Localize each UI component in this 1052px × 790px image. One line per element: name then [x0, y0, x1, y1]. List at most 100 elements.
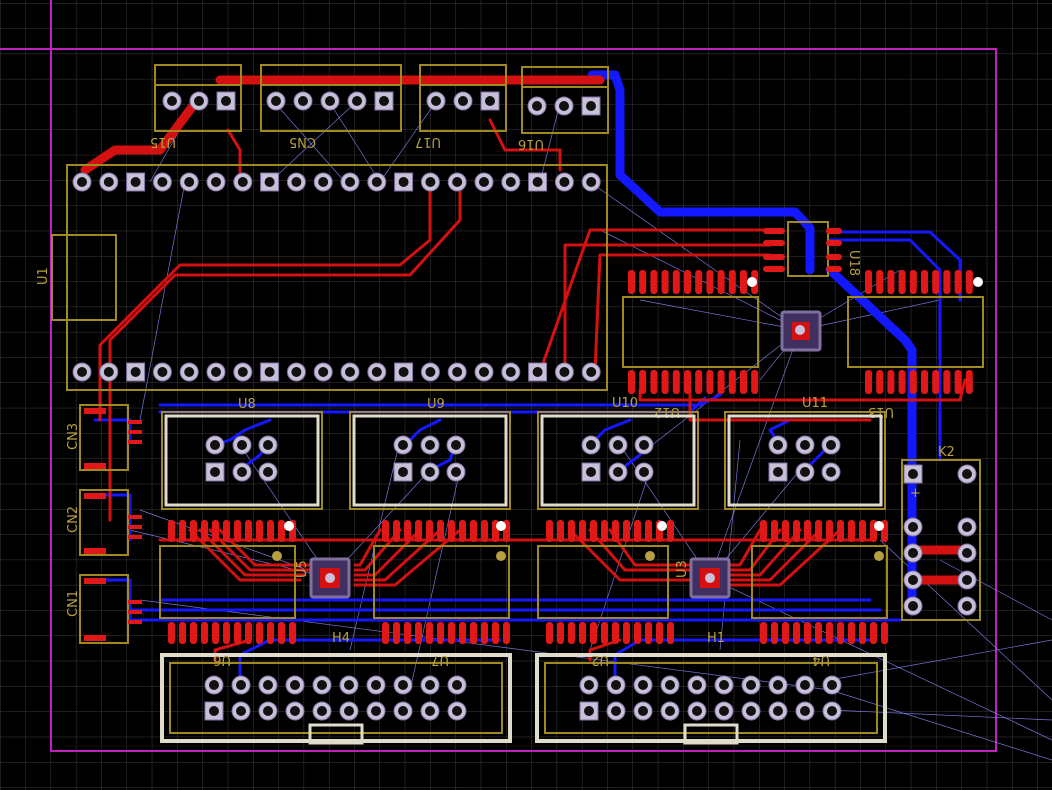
socket-pin[interactable] — [581, 435, 601, 455]
chip-u18[interactable] — [763, 221, 842, 277]
idc-pin[interactable] — [633, 675, 653, 695]
u1-pin[interactable] — [126, 172, 146, 192]
socket-pin[interactable] — [446, 435, 466, 455]
u1-pin[interactable] — [394, 362, 414, 382]
idc-pin[interactable] — [741, 701, 761, 721]
idc-pin[interactable] — [339, 675, 359, 695]
idc-pin[interactable] — [714, 701, 734, 721]
idc-pin[interactable] — [447, 701, 467, 721]
u1-pin[interactable] — [72, 172, 92, 192]
u1-pin[interactable] — [179, 362, 199, 382]
socket-pin[interactable] — [205, 462, 225, 482]
u1-pin[interactable] — [99, 362, 119, 382]
idc-pin[interactable] — [768, 675, 788, 695]
u1-pin[interactable] — [206, 172, 226, 192]
u1-pin[interactable] — [447, 362, 467, 382]
socket-pin[interactable] — [205, 435, 225, 455]
idc-pin[interactable] — [393, 701, 413, 721]
header-u15[interactable] — [154, 64, 242, 132]
idc-pin[interactable] — [285, 675, 305, 695]
socket-pin[interactable] — [821, 435, 841, 455]
u1-pin[interactable] — [206, 362, 226, 382]
u1-pin[interactable] — [72, 362, 92, 382]
u1-pin[interactable] — [554, 172, 574, 192]
u1-pin[interactable] — [394, 172, 414, 192]
qfn-chip[interactable] — [309, 557, 351, 599]
u1-pin[interactable] — [474, 362, 494, 382]
idc-pin[interactable] — [741, 675, 761, 695]
relay-socket[interactable] — [724, 411, 886, 510]
module-u1[interactable] — [51, 164, 608, 391]
socket-pin[interactable] — [795, 435, 815, 455]
idc-header[interactable] — [160, 653, 512, 745]
u1-pin[interactable] — [367, 172, 387, 192]
socket-pin[interactable] — [393, 462, 413, 482]
header-cn5[interactable] — [260, 64, 402, 132]
u1-pin[interactable] — [420, 362, 440, 382]
u1-pin[interactable] — [340, 362, 360, 382]
relay-socket[interactable] — [161, 411, 323, 510]
soic-chip[interactable] — [537, 520, 674, 644]
socket-pin[interactable] — [258, 435, 278, 455]
connector-cn1[interactable] — [79, 574, 142, 644]
idc-pin[interactable] — [822, 675, 842, 695]
idc-pin[interactable] — [714, 675, 734, 695]
u1-pin[interactable] — [367, 362, 387, 382]
connector-cn2[interactable] — [79, 489, 142, 556]
socket-pin[interactable] — [232, 462, 252, 482]
idc-pin[interactable] — [579, 701, 599, 721]
u1-pin[interactable] — [233, 362, 253, 382]
u1-pin[interactable] — [528, 362, 548, 382]
socket-pin[interactable] — [420, 435, 440, 455]
idc-pin[interactable] — [660, 701, 680, 721]
chip-u10[interactable] — [622, 270, 759, 394]
u1-pin[interactable] — [313, 172, 333, 192]
socket-pin[interactable] — [608, 462, 628, 482]
idc-pin[interactable] — [366, 675, 386, 695]
relay-k2[interactable] — [901, 459, 981, 621]
socket-pin[interactable] — [446, 462, 466, 482]
idc-header[interactable] — [535, 653, 887, 745]
qfn-chip[interactable] — [689, 557, 731, 599]
u1-pin[interactable] — [420, 172, 440, 192]
idc-pin[interactable] — [768, 701, 788, 721]
idc-pin[interactable] — [660, 675, 680, 695]
idc-pin[interactable] — [258, 675, 278, 695]
idc-pin[interactable] — [420, 675, 440, 695]
socket-pin[interactable] — [768, 462, 788, 482]
idc-pin[interactable] — [231, 675, 251, 695]
socket-pin[interactable] — [634, 435, 654, 455]
u1-pin[interactable] — [528, 172, 548, 192]
idc-pin[interactable] — [393, 675, 413, 695]
idc-pin[interactable] — [204, 675, 224, 695]
u1-pin[interactable] — [179, 172, 199, 192]
soic-chip[interactable] — [373, 520, 510, 644]
idc-pin[interactable] — [339, 701, 359, 721]
idc-pin[interactable] — [312, 701, 332, 721]
idc-pin[interactable] — [606, 675, 626, 695]
soic-chip[interactable] — [751, 520, 888, 644]
relay-socket[interactable] — [537, 411, 699, 510]
u1-pin[interactable] — [501, 362, 521, 382]
u1-pin[interactable] — [260, 172, 280, 192]
connector-cn3[interactable] — [79, 404, 142, 471]
u1-pin[interactable] — [286, 172, 306, 192]
u1-pin[interactable] — [152, 362, 172, 382]
u1-pin[interactable] — [554, 362, 574, 382]
idc-pin[interactable] — [795, 675, 815, 695]
socket-pin[interactable] — [393, 435, 413, 455]
idc-pin[interactable] — [633, 701, 653, 721]
u1-pin[interactable] — [340, 172, 360, 192]
idc-pin[interactable] — [795, 701, 815, 721]
idc-pin[interactable] — [312, 675, 332, 695]
idc-pin[interactable] — [366, 701, 386, 721]
socket-pin[interactable] — [634, 462, 654, 482]
chip-qfn-center[interactable] — [780, 310, 822, 352]
idc-pin[interactable] — [579, 675, 599, 695]
u1-pin[interactable] — [501, 172, 521, 192]
u1-pin[interactable] — [152, 172, 172, 192]
u1-pin[interactable] — [260, 362, 280, 382]
u1-pin[interactable] — [99, 172, 119, 192]
u1-pin[interactable] — [286, 362, 306, 382]
socket-pin[interactable] — [768, 435, 788, 455]
